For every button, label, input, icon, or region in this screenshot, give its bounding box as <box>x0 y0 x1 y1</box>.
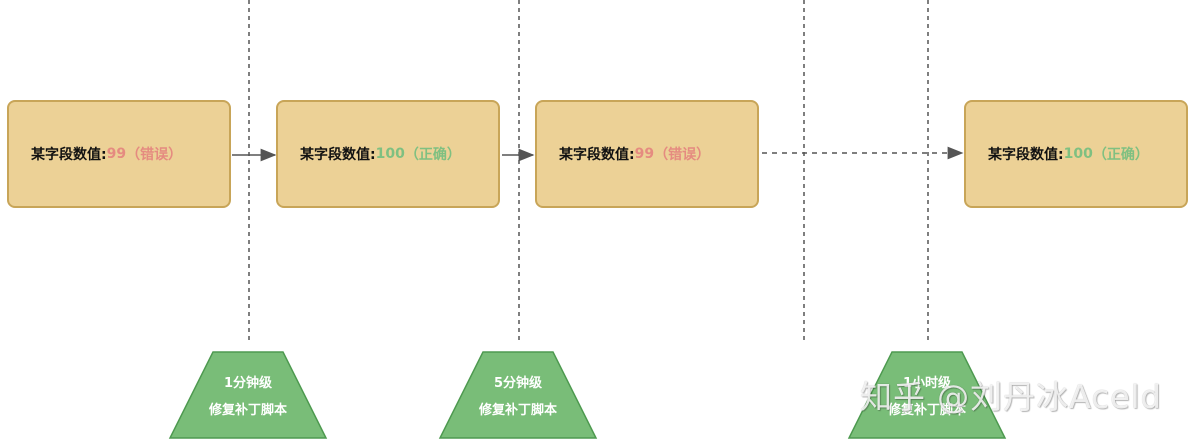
fix-description: 修复补丁脚本 <box>208 403 287 418</box>
fix-interval: 5分钟级 <box>493 376 543 391</box>
state-label: 某字段数值: <box>988 147 1064 163</box>
fix-script-shape-1 <box>168 351 328 439</box>
state-label: 某字段数值: <box>559 147 635 163</box>
state-value: 100 <box>1063 146 1093 162</box>
fix-script-label-1: 1分钟级 修复补丁脚本 <box>174 352 322 438</box>
state-box-3: 某字段数值:99（错误） <box>535 100 759 208</box>
fix-script-shape-3 <box>847 351 1007 439</box>
state-value: 100 <box>375 146 405 162</box>
state-note: （错误） <box>654 147 711 163</box>
fix-interval: 1小时级 <box>902 376 952 391</box>
state-note: （正确） <box>1092 147 1149 163</box>
state-value: 99 <box>634 146 655 162</box>
fix-interval: 1分钟级 <box>223 376 273 391</box>
fix-description: 修复补丁脚本 <box>887 403 966 418</box>
watermark: 知乎 @刘丹冰Aceld <box>860 378 1162 416</box>
state-value: 99 <box>106 146 127 162</box>
fix-script-label-2: 5分钟级 修复补丁脚本 <box>444 352 592 438</box>
fix-script-shape-2 <box>438 351 598 439</box>
state-box-1: 某字段数值:99（错误） <box>7 100 231 208</box>
fix-script-label-3: 1小时级 修复补丁脚本 <box>853 352 1001 438</box>
state-label: 某字段数值: <box>300 147 376 163</box>
state-box-4: 某字段数值:100（正确） <box>964 100 1188 208</box>
state-box-2: 某字段数值:100（正确） <box>276 100 500 208</box>
fix-description: 修复补丁脚本 <box>478 403 557 418</box>
state-note: （错误） <box>126 147 183 163</box>
state-note: （正确） <box>404 147 461 163</box>
state-label: 某字段数值: <box>31 147 107 163</box>
